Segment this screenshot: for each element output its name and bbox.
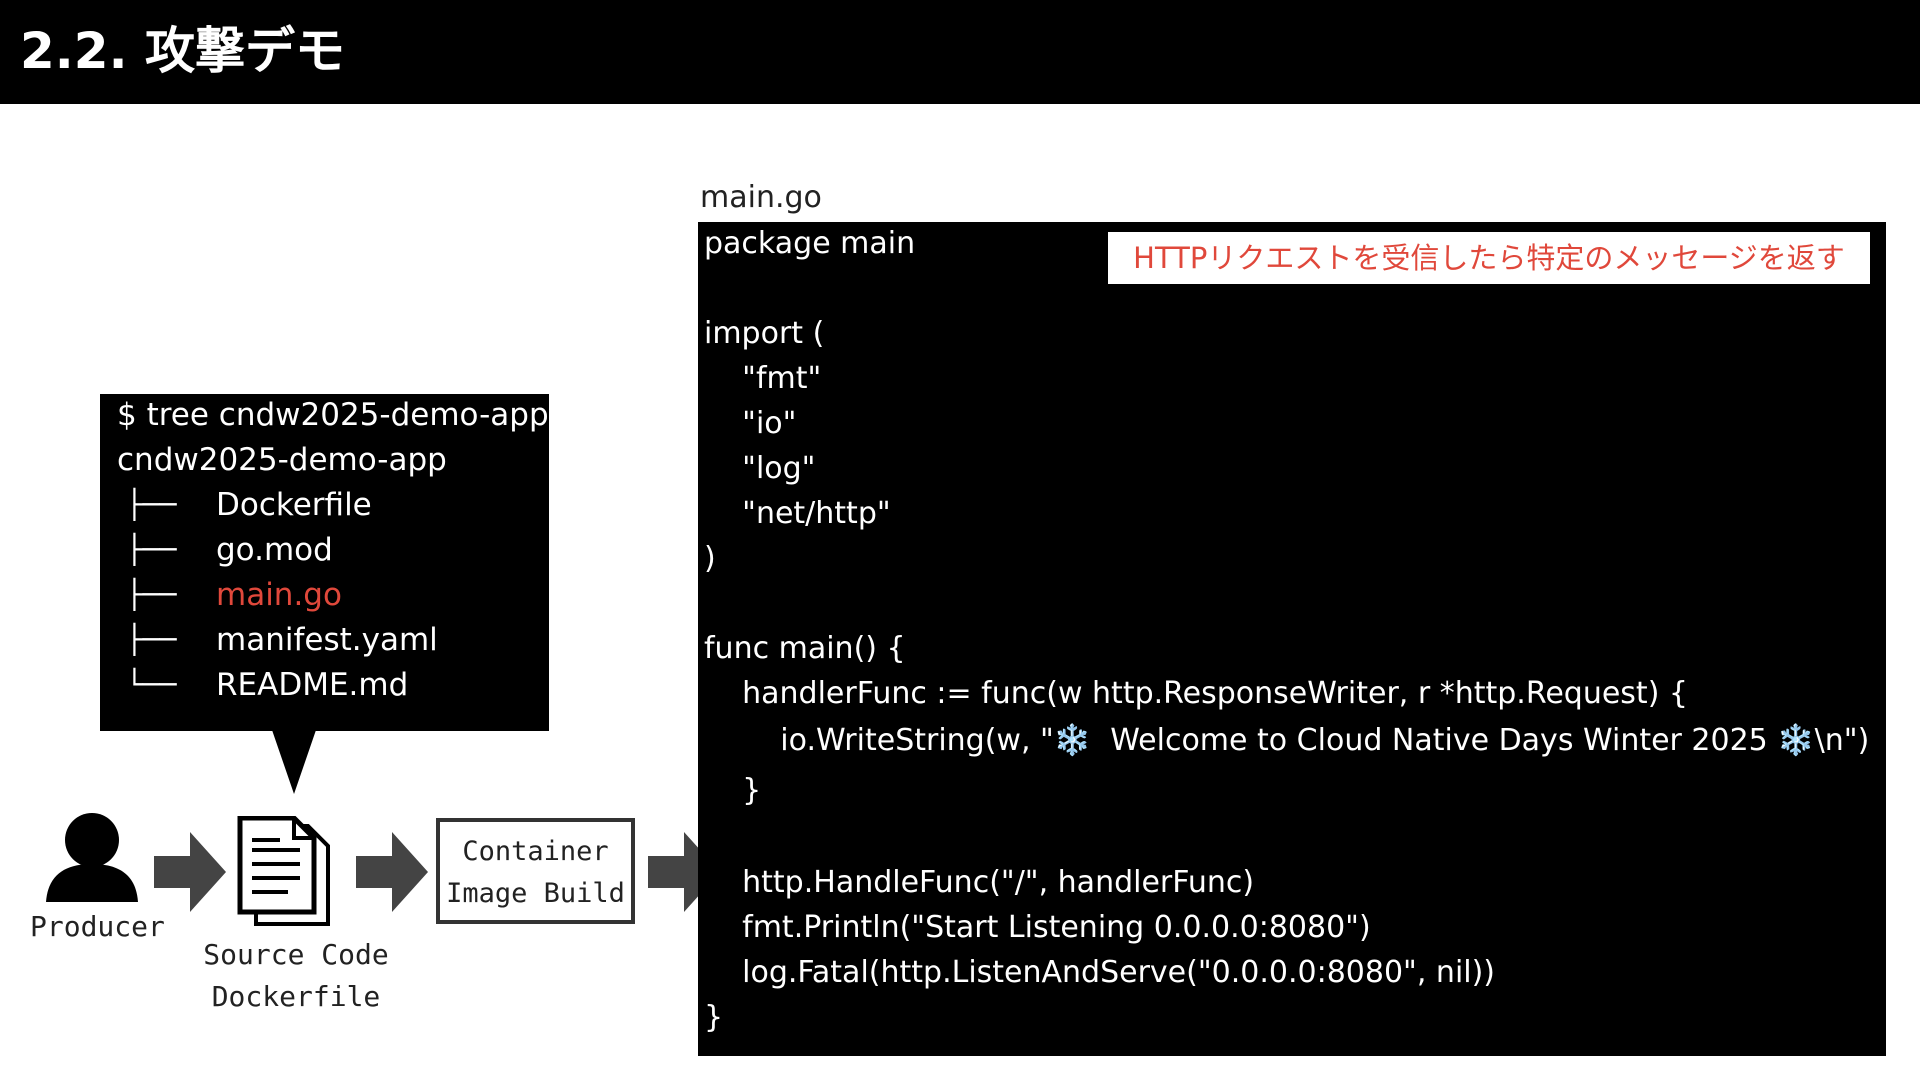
build-label-line1: Container: [462, 836, 609, 867]
code-filename: main.go: [700, 180, 822, 215]
code-line: func main() {: [704, 631, 906, 666]
document-icon: [237, 816, 330, 926]
tree-branch: ├──: [126, 578, 177, 611]
tree-branch: ├──: [126, 533, 177, 566]
slide-title: 2.2. 攻撃デモ: [20, 22, 345, 80]
code-line: ): [704, 541, 716, 576]
dockerfile-label: Dockerfile: [211, 980, 381, 1013]
tree-callout: $ tree cndw2025-demo-app cndw2025-demo-a…: [100, 394, 549, 731]
tree-item-maingo: main.go: [216, 577, 342, 613]
title-bar: 2.2. 攻撃デモ: [0, 0, 1920, 104]
code-line: import (: [704, 316, 825, 351]
tree-branch: ├──: [126, 623, 177, 656]
tree-item-readme: README.md: [216, 667, 409, 703]
code-line: "io": [704, 406, 797, 441]
tree-item-manifest: manifest.yaml: [216, 622, 438, 658]
callout-pointer: [272, 730, 316, 794]
code-panel: HTTPリクエストを受信したら特定のメッセージを返す package main i…: [698, 222, 1886, 1056]
code-annotation: HTTPリクエストを受信したら特定のメッセージを返す: [1108, 232, 1870, 284]
tree-item-dockerfile: Dockerfile: [216, 487, 372, 523]
container-image-build-box: Container Image Build: [436, 818, 635, 924]
code-line: package main: [704, 226, 916, 261]
code-line: "log": [704, 451, 816, 486]
code-line: io.WriteString(w, "❄️ Welcome to Cloud N…: [704, 723, 1870, 758]
code-line: handlerFunc := func(w http.ResponseWrite…: [704, 676, 1689, 711]
code-line: "fmt": [704, 361, 822, 396]
tree-branch: └──: [126, 668, 177, 701]
code-line: "net/http": [704, 496, 891, 531]
person-icon: [46, 813, 138, 902]
code-line: }: [704, 773, 762, 808]
producer-label: Producer: [30, 910, 165, 943]
code-line: log.Fatal(http.ListenAndServe("0.0.0.0:8…: [704, 955, 1496, 990]
tree-branch: ├──: [126, 488, 177, 521]
code-line: http.HandleFunc("/", handlerFunc): [704, 865, 1255, 900]
code-line: fmt.Println("Start Listening 0.0.0.0:808…: [704, 910, 1371, 945]
source-code-label: Source Code: [203, 938, 389, 971]
tree-item-gomod: go.mod: [216, 532, 333, 568]
tree-root: cndw2025-demo-app: [117, 442, 447, 478]
arrow-right-icon: [154, 832, 226, 912]
code-line: }: [704, 1000, 724, 1035]
tree-command: $ tree cndw2025-demo-app: [117, 397, 549, 433]
arrow-right-icon: [356, 832, 428, 912]
build-label-line2: Image Build: [446, 878, 625, 909]
